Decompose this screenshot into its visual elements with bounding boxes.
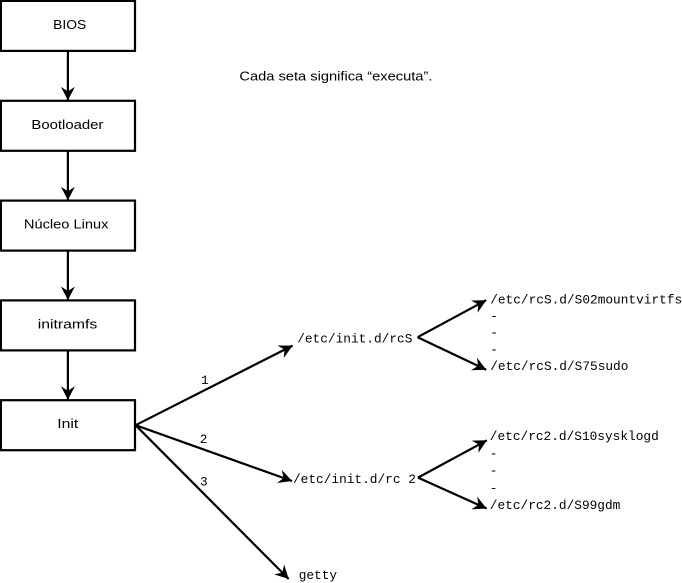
- svg-text:BIOS: BIOS: [53, 18, 86, 32]
- svg-text:/etc/rcS.d/S02mountvirtfs: /etc/rcS.d/S02mountvirtfs: [490, 292, 682, 307]
- svg-text:-: -: [490, 309, 498, 324]
- svg-text:-: -: [490, 446, 498, 461]
- svg-text:-: -: [490, 464, 498, 479]
- svg-text:3: 3: [200, 475, 208, 490]
- svg-text:-: -: [490, 342, 498, 357]
- svg-text:/etc/rcS.d/S75sudo: /etc/rcS.d/S75sudo: [490, 359, 628, 374]
- svg-text:/etc/init.d/rcS: /etc/init.d/rcS: [297, 332, 413, 347]
- svg-text:/etc/rc2.d/S99gdm: /etc/rc2.d/S99gdm: [490, 498, 621, 513]
- svg-text:-: -: [490, 481, 498, 496]
- svg-text:/etc/init.d/rc 2: /etc/init.d/rc 2: [293, 472, 416, 487]
- svg-text:/etc/rc2.d/S10sysklogd: /etc/rc2.d/S10sysklogd: [490, 429, 659, 444]
- svg-text:2: 2: [200, 432, 208, 447]
- svg-text:Bootloader: Bootloader: [31, 118, 104, 132]
- svg-text:Cada seta significa “executa”.: Cada seta significa “executa”.: [239, 70, 432, 84]
- svg-text:getty: getty: [299, 568, 338, 583]
- svg-text:-: -: [490, 326, 498, 341]
- svg-text:1: 1: [201, 373, 209, 388]
- svg-text:Núcleo Linux: Núcleo Linux: [24, 218, 109, 232]
- svg-text:Init: Init: [57, 417, 79, 431]
- svg-text:initramfs: initramfs: [38, 317, 98, 331]
